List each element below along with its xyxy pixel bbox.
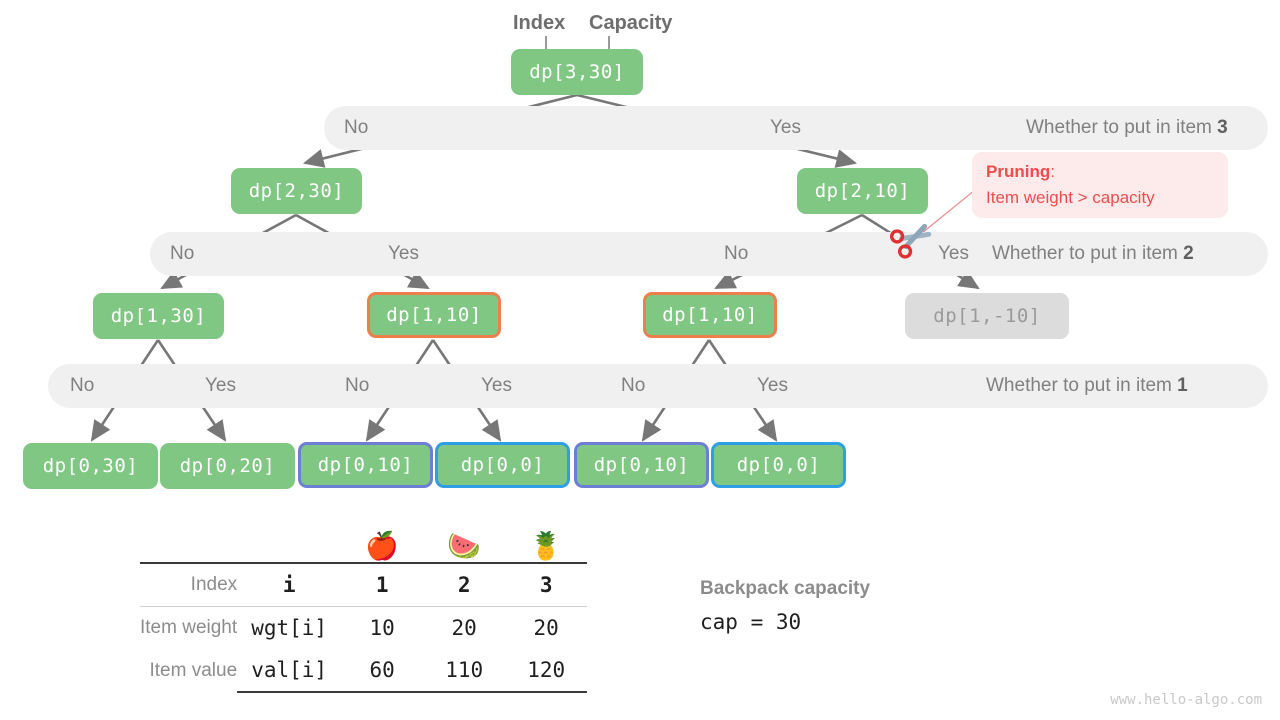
value-value-1: 60	[369, 658, 395, 682]
branch-label-yes: Yes	[938, 243, 969, 264]
value-value-3: 120	[527, 658, 566, 682]
tree-leaf-dp-0-10-b[interactable]: dp[0,10]	[574, 442, 709, 488]
emoji-row-spacer	[140, 516, 237, 563]
branch-label-yes: Yes	[770, 117, 801, 138]
pruning-body: Item weight > capacity	[986, 188, 1155, 207]
table-emoji-row: 🍎 🍉 🍍	[140, 516, 587, 563]
weight-value-3: 20	[505, 606, 588, 649]
bottom-rule-c3	[505, 691, 588, 694]
tree-node-dp-1-10-left[interactable]: dp[1,10]	[367, 292, 501, 338]
index-value-1: 1	[341, 562, 424, 607]
tree-node-root[interactable]: dp[3,30]	[511, 49, 643, 95]
caption-index: Index	[513, 12, 566, 34]
emoji-key-spacer	[237, 516, 341, 563]
tree-node-dp-2-30[interactable]: dp[2,30]	[231, 168, 362, 214]
branch-label-yes: Yes	[388, 243, 419, 264]
decision-question-item-3: Whether to put in item 3	[1026, 106, 1228, 150]
bottom-rule-c2	[423, 691, 506, 694]
pruning-title-text: Pruning	[986, 162, 1051, 181]
table-row-item-value: Item value val[i] 60 110 120	[140, 649, 587, 692]
decision-row-item-3	[324, 106, 1268, 150]
pruning-colon: :	[1050, 162, 1055, 181]
table-bottom-rule	[140, 691, 588, 694]
decision-question-item-2: Whether to put in item 2	[992, 232, 1194, 276]
bottom-rule-spacer	[140, 692, 237, 693]
weight-value-1: 10	[341, 606, 424, 649]
branch-label-no: No	[170, 243, 195, 264]
row-label-index: Index	[140, 562, 238, 607]
pruning-title: Pruning:	[986, 162, 1214, 182]
watermark: www.hello-algo.com	[1110, 692, 1262, 708]
tree-node-dp-2-10[interactable]: dp[2,10]	[797, 168, 928, 214]
decision-row-item-1	[48, 364, 1268, 408]
caption-capacity: Capacity	[589, 12, 673, 34]
branch-label-no: No	[70, 375, 95, 396]
row-label-item-weight: Item weight	[140, 606, 238, 649]
branch-label-no: No	[344, 117, 369, 138]
tree-node-dp-1-neg10-pruned[interactable]: dp[1,-10]	[905, 293, 1069, 339]
tree-leaf-dp-0-10-a[interactable]: dp[0,10]	[298, 442, 433, 488]
branch-label-yes: Yes	[481, 375, 512, 396]
decision-question-text: Whether to put in item	[992, 243, 1178, 264]
table-row-index: Index i 1 2 3	[140, 562, 588, 607]
pruning-callout: Pruning: Item weight > capacity	[972, 152, 1228, 218]
index-value-2: 2	[423, 562, 506, 607]
item-data-table: 🍎 🍉 🍍 Index i 1 2 3 Item weight wgt[i] 1…	[140, 516, 588, 694]
weight-value-2: 20	[423, 606, 506, 649]
row-key-item-value: val[i]	[251, 658, 328, 682]
pineapple-icon: 🍍	[529, 531, 563, 562]
decision-row-item-2	[150, 232, 1268, 276]
bottom-rule-key	[237, 691, 342, 694]
branch-label-yes: Yes	[757, 375, 788, 396]
tree-node-dp-1-30[interactable]: dp[1,30]	[93, 293, 224, 339]
branch-label-no: No	[724, 243, 749, 264]
tree-leaf-dp-0-20[interactable]: dp[0,20]	[160, 443, 295, 489]
capacity-note-title: Backpack capacity	[700, 578, 871, 599]
decision-item-number: 1	[1177, 375, 1188, 396]
index-value-3: 3	[505, 562, 588, 607]
bottom-rule-c1	[341, 691, 424, 694]
branch-label-yes: Yes	[205, 375, 236, 396]
decision-question-text: Whether to put in item	[986, 375, 1172, 396]
decision-item-number: 3	[1217, 117, 1228, 138]
decision-item-number: 2	[1183, 243, 1194, 264]
decision-question-item-1: Whether to put in item 1	[986, 364, 1188, 408]
row-key-index: i	[237, 562, 342, 607]
branch-label-no: No	[345, 375, 370, 396]
tree-leaf-dp-0-0-b[interactable]: dp[0,0]	[711, 442, 846, 488]
table-row-item-weight: Item weight wgt[i] 10 20 20	[140, 606, 588, 649]
tree-leaf-dp-0-0-a[interactable]: dp[0,0]	[435, 442, 570, 488]
tree-node-dp-1-10-right[interactable]: dp[1,10]	[643, 292, 777, 338]
row-label-item-value: Item value	[149, 659, 238, 681]
tree-leaf-dp-0-30[interactable]: dp[0,30]	[23, 443, 158, 489]
apple-icon: 🍎	[365, 531, 399, 562]
value-value-2: 110	[445, 658, 484, 682]
capacity-note-value: cap = 30	[700, 610, 802, 634]
branch-label-no: No	[621, 375, 646, 396]
row-key-item-weight: wgt[i]	[237, 606, 342, 649]
backpack-capacity-note: Backpack capacity cap = 30	[700, 578, 870, 634]
watermelon-icon: 🍉	[447, 531, 481, 562]
decision-question-text: Whether to put in item	[1026, 117, 1212, 138]
